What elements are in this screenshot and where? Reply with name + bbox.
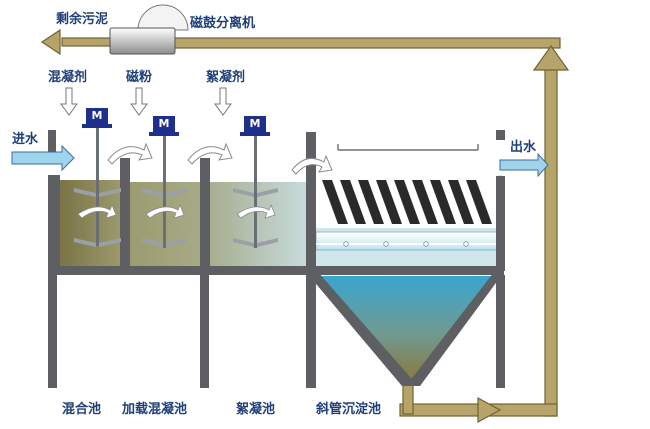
mixer-impeller-icon	[233, 188, 278, 247]
mixer-impeller-icon	[74, 188, 121, 247]
water-in-label: 进水	[12, 132, 39, 147]
flow-arrow-icon	[77, 203, 117, 219]
flow-arrow-icon	[477, 396, 502, 424]
tank-label-mix: 混合池	[62, 402, 102, 417]
settling-hopper-liquid	[316, 276, 496, 380]
tank-walls	[48, 130, 505, 388]
tank-label-settling: 斜管沉淀池	[316, 402, 382, 417]
separator-drum-icon	[109, 4, 189, 55]
mixer-coag	[142, 116, 187, 248]
mixers	[74, 108, 278, 248]
mixer-impeller-icon	[142, 188, 187, 247]
motor-icon	[244, 116, 266, 132]
mixer-floc	[233, 116, 278, 248]
sludge-out-label: 剩余污泥	[56, 12, 109, 27]
motor-label-coag: M	[158, 117, 170, 130]
inclined-tubes	[315, 144, 499, 251]
flow-arrow-icon	[291, 154, 333, 175]
water-out-arrow-icon	[499, 152, 549, 178]
mixer-mix	[74, 108, 121, 247]
return-pipe	[40, 28, 570, 424]
tank-label-floc: 絮凝池	[236, 402, 276, 417]
flow-arrow-icon	[236, 203, 276, 219]
motor-label-mix: M	[91, 109, 103, 122]
flow-arrow-icon	[532, 44, 570, 71]
flow-arrow-icon	[187, 142, 233, 165]
magnetic-powder-label: 磁粉	[126, 70, 153, 85]
dosing-arrows	[60, 87, 232, 116]
coagulant-label: 混凝剂	[48, 70, 88, 85]
flow-arrow-icon	[40, 28, 61, 56]
flow-arrow-icon	[107, 142, 153, 165]
flow-arrow-icon	[145, 203, 185, 219]
dosing-arrow-icon	[60, 87, 78, 116]
dosing-arrow-icon	[130, 87, 148, 116]
water-out-label: 出水	[510, 140, 537, 155]
water-in-arrow-icon	[11, 144, 75, 172]
motor-icon	[86, 108, 108, 124]
tank-label-loaded-coag: 加载混凝池	[122, 402, 188, 417]
motor-icon	[153, 116, 175, 132]
flocculant-label: 絮凝剂	[206, 70, 246, 85]
motor-label-floc: M	[249, 117, 261, 130]
overflow-arrows	[107, 142, 333, 175]
separator-label: 磁鼓分离机	[190, 16, 256, 31]
dosing-arrow-icon	[214, 87, 232, 116]
